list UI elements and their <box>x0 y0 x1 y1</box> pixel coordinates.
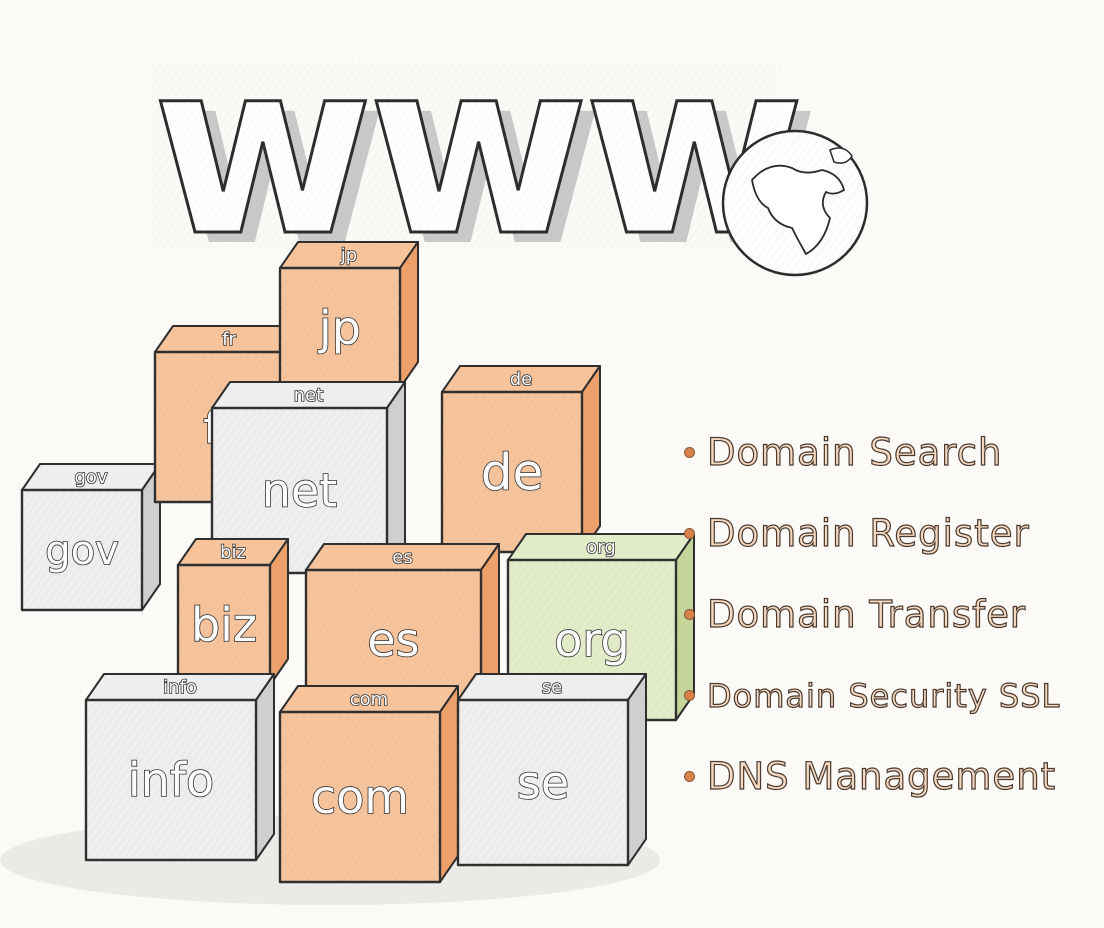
cube-gov: gov gov <box>20 463 161 612</box>
cube-top-label: de <box>510 369 533 390</box>
cube-top-label: biz <box>220 542 246 563</box>
bullet-icon <box>684 609 695 620</box>
cube-side-face <box>269 538 289 686</box>
feature-item-domain-search: Domain Search <box>684 412 1094 493</box>
cube-hatching <box>86 700 256 860</box>
bullet-icon <box>684 771 695 782</box>
feature-list: Domain Search Domain Register Domain Tra… <box>684 412 1094 817</box>
cube-label: es <box>367 613 419 667</box>
cube-side-face <box>399 241 419 389</box>
bullet-icon <box>684 690 695 701</box>
cube-biz: biz biz <box>176 538 289 687</box>
cube-side-face <box>581 365 601 553</box>
cube-label: de <box>481 444 544 502</box>
cube-label: gov <box>45 528 119 574</box>
cube-label: biz <box>191 598 257 652</box>
cube-hatching <box>458 700 628 865</box>
feature-item-domain-transfer: Domain Transfer <box>684 574 1094 655</box>
www-headline: www www <box>151 8 820 300</box>
cube-label: info <box>128 753 214 807</box>
cube-com: com com <box>278 685 459 884</box>
feature-label: Domain Search <box>706 430 1003 474</box>
www-hatching <box>152 60 782 250</box>
cube-top-label: gov <box>74 467 107 488</box>
cube-label: org <box>554 613 629 667</box>
cube-top-label: es <box>392 547 412 568</box>
cube-top-label: info <box>163 677 197 698</box>
cube-side-face <box>627 673 647 866</box>
feature-label: DNS Management <box>706 754 1057 798</box>
cube-side-face <box>255 673 275 861</box>
cube-top-label: se <box>542 677 562 698</box>
cube-de: de de <box>440 365 601 554</box>
cube-hatching <box>178 565 270 685</box>
cube-top-label: jp <box>340 245 357 266</box>
feature-item-domain-register: Domain Register <box>684 493 1094 574</box>
cube-top-label: org <box>586 537 616 558</box>
bullet-icon <box>684 528 695 539</box>
cube-top-label: com <box>350 689 388 710</box>
feature-label: Domain Register <box>706 511 1030 555</box>
cube-side-face <box>439 685 459 883</box>
feature-label: Domain Security SSL <box>706 676 1061 715</box>
cube-label: jp <box>318 301 361 355</box>
cube-top-label: net <box>294 385 324 406</box>
cube-hatching <box>22 490 142 610</box>
cube-label: com <box>311 770 409 824</box>
cube-label: se <box>517 756 569 810</box>
cube-hatching <box>442 392 582 552</box>
feature-item-domain-security-ssl: Domain Security SSL <box>684 655 1094 736</box>
domain-cube-stack: govgovfrfrjpjpnetnetdedebizbizesesorgorg… <box>20 241 695 884</box>
bullet-icon <box>684 447 695 458</box>
cube-hatching <box>280 712 440 882</box>
cube-info: info info <box>84 673 275 862</box>
cube-hatching <box>280 268 400 388</box>
cube-top-label: fr <box>222 329 236 350</box>
cube-jp: jp jp <box>278 241 419 390</box>
globe-icon <box>721 129 869 277</box>
cube-se: se se <box>456 673 647 867</box>
feature-item-dns-management: DNS Management <box>684 736 1094 817</box>
feature-label: Domain Transfer <box>706 592 1027 636</box>
cube-label: net <box>262 464 338 518</box>
